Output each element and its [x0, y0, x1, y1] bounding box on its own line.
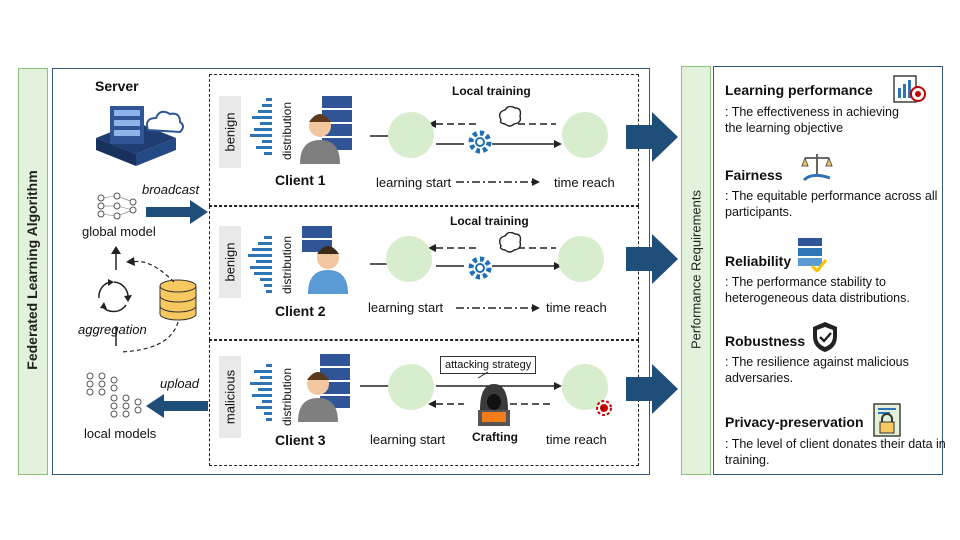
fl-algorithm-bar	[18, 68, 48, 475]
local-models-label: local models	[84, 426, 157, 441]
main-frame	[52, 68, 650, 475]
req-fairness-desc: : The equitable performance across all p…	[725, 189, 938, 219]
client-2-box	[209, 206, 639, 340]
shield-icon	[813, 322, 837, 352]
req-learning-performance-title: Learning performance	[725, 82, 873, 98]
client-3-tag: malicious	[219, 356, 241, 438]
server-illustration	[96, 106, 184, 166]
skull-virus-icon	[596, 400, 612, 416]
client-3-distribution-chart	[250, 364, 272, 421]
database-icon	[159, 279, 197, 321]
broadcast-arrow	[146, 200, 208, 224]
req-fairness-title: Fairness	[725, 167, 783, 183]
client-3-name: Client 3	[275, 432, 326, 448]
performance-requirements-bar	[681, 66, 711, 475]
client-2-start-label: learning start	[368, 300, 444, 315]
client-2-local-training-label: Local training	[450, 214, 529, 228]
broadcast-label: broadcast	[142, 182, 200, 197]
client-2-name: Client 2	[275, 303, 326, 319]
req-reliability-title: Reliability	[725, 253, 792, 269]
requirement-arrow-1	[626, 112, 678, 162]
client-1-tag-label: benign	[222, 112, 238, 152]
upload-arrow	[146, 394, 208, 418]
server-title: Server	[95, 78, 139, 94]
requirements-frame	[713, 66, 943, 475]
crafting-label: Crafting	[472, 430, 518, 444]
client-3-start-model-icon	[388, 364, 434, 410]
client-1-start-model-icon	[388, 112, 434, 158]
client-2-tag: benign	[219, 226, 241, 298]
client-3-tag-label: malicious	[222, 369, 238, 425]
chart-target-icon	[893, 75, 926, 103]
req-robustness-title: Robustness	[725, 333, 806, 349]
client-2-end-label: time reach	[546, 300, 607, 315]
client-2-flow-lines	[370, 244, 562, 312]
hacker-icon	[478, 384, 510, 426]
dashed-flow-arrows	[115, 257, 179, 353]
database-check-icon	[798, 238, 828, 272]
client-1-tag: benign	[219, 96, 241, 168]
client-1-distribution-chart	[250, 98, 272, 155]
client-2-tag-label: benign	[222, 242, 238, 282]
client-2-brain-icon	[498, 232, 522, 253]
client-2-person-icon	[302, 226, 348, 294]
scales-icon	[801, 154, 833, 182]
up-arrow	[111, 246, 121, 270]
client-1-distribution-label: distribution	[280, 101, 295, 161]
client-3-end-label: time reach	[546, 432, 607, 447]
aggregation-label: aggregation	[78, 322, 147, 337]
requirement-arrow-3	[626, 364, 678, 414]
client-3-start-label: learning start	[370, 432, 446, 447]
client-1-name: Client 1	[275, 172, 326, 188]
client-1-flow-lines	[370, 120, 562, 186]
client-1-start-label: learning start	[376, 175, 452, 190]
lock-document-icon	[873, 403, 901, 437]
attacking-strategy-callout: attacking strategy	[440, 356, 537, 374]
client-2-start-model-icon	[386, 236, 432, 282]
requirement-arrow-2	[626, 234, 678, 284]
req-privacy-desc: : The level of client donates their data…	[725, 437, 946, 467]
client-3-person-icon	[298, 354, 350, 422]
global-model-label: global model	[82, 224, 156, 239]
client-1-person-icon	[300, 96, 352, 164]
req-learning-performance-desc: : The effectiveness in achieving the lea…	[725, 105, 899, 135]
aggregation-cycle-icon	[98, 279, 132, 313]
client-2-distribution-chart	[248, 236, 272, 293]
client-3-distribution-label: distribution	[280, 367, 295, 427]
client-3-box	[209, 340, 639, 466]
global-model-icon	[97, 192, 137, 220]
performance-requirements-label: Performance Requirements	[688, 190, 704, 349]
fl-algorithm-label: Federated Learning Algorithm	[24, 170, 40, 370]
upload-label: upload	[160, 376, 200, 391]
req-privacy-title: Privacy-preservation	[725, 414, 864, 430]
local-models-icon	[86, 372, 142, 418]
req-reliability-desc: : The performance stability to heterogen…	[725, 275, 910, 305]
client-2-distribution-label: distribution	[280, 235, 295, 295]
req-robustness-desc: : The resilience against malicious adver…	[725, 355, 909, 385]
client-2-end-model-icon	[558, 236, 604, 282]
client-2-gear-icon	[468, 256, 492, 280]
client-1-end-model-icon	[562, 112, 608, 158]
client-1-gear-icon	[468, 130, 492, 154]
client-1-local-training-label: Local training	[452, 84, 531, 98]
client-1-end-label: time reach	[554, 175, 615, 190]
client-1-brain-icon	[498, 106, 522, 127]
